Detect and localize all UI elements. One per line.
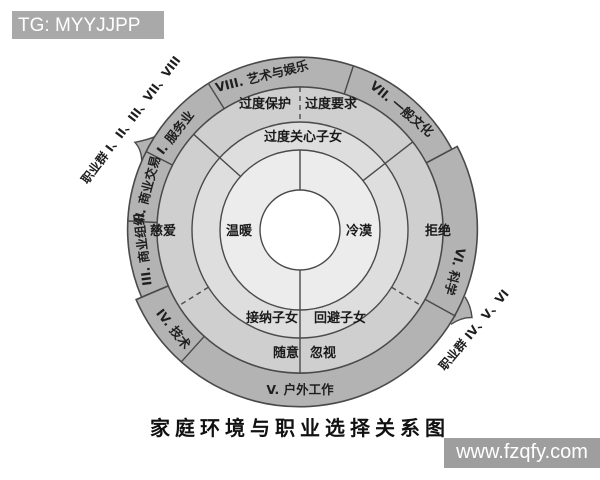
inner-dividers bbox=[178, 87, 422, 373]
label-reject: 拒绝 bbox=[425, 223, 451, 239]
divider-viii-vii bbox=[343, 66, 354, 95]
divider-v-iv bbox=[180, 335, 205, 363]
divider-iii-ii bbox=[128, 220, 158, 224]
center-circle bbox=[259, 189, 341, 271]
label-cold: 冷漠 bbox=[346, 223, 373, 239]
label-overprotect: 过度保护 bbox=[239, 96, 291, 112]
lower-right-dashed-divider bbox=[391, 286, 422, 307]
outer-ring-dividers bbox=[128, 66, 457, 363]
label-accept: 接纳子女 bbox=[246, 310, 298, 326]
occupation-label-v: V. 户外工作 bbox=[266, 382, 334, 397]
label-loving: 慈爱 bbox=[150, 223, 176, 239]
label-casual: 随意 bbox=[273, 345, 299, 361]
divider-ii-i bbox=[146, 151, 173, 166]
label-overconcern: 过度关心子女 bbox=[264, 129, 342, 145]
diagram-caption: 家庭环境与职业选择关系图 bbox=[150, 416, 450, 440]
divider-i-viii bbox=[208, 83, 225, 110]
site-watermark: www.fzqfy.com bbox=[444, 438, 600, 468]
label-warm: 温暖 bbox=[226, 223, 253, 239]
label-overdemand: 过度要求 bbox=[305, 96, 358, 112]
label-neglect: 忽视 bbox=[310, 345, 336, 361]
label-avoid: 回避子女 bbox=[314, 310, 366, 326]
right-diagonal-divider bbox=[362, 141, 414, 182]
right-brace-pointer bbox=[450, 296, 473, 325]
divider-vi-v bbox=[424, 298, 457, 317]
telegram-watermark: TG: MYYJJPP bbox=[12, 11, 164, 39]
left-diagonal-divider bbox=[193, 133, 242, 178]
lower-left-dashed-divider bbox=[178, 286, 209, 307]
